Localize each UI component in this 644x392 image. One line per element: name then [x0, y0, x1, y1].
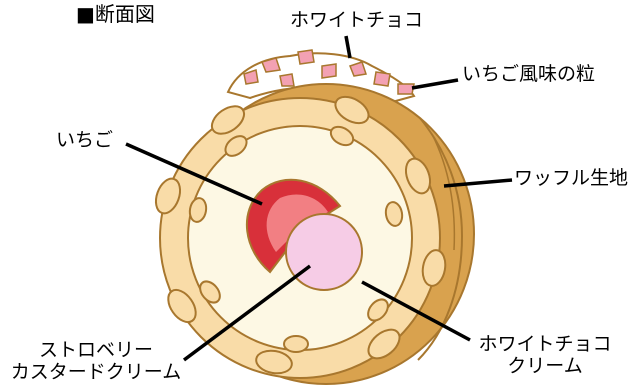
label-waffle-dough: ワッフル生地 — [514, 168, 628, 190]
label-white-choco-cream-line2: クリーム — [472, 356, 618, 378]
strawberry-grain — [398, 84, 414, 94]
strawberry-grain — [322, 64, 336, 78]
label-white-choco-cream-line1: ホワイトチョコ — [472, 334, 618, 356]
label-white-choco-cream: ホワイトチョコ クリーム — [472, 334, 618, 378]
label-strawberry-custard-line2: カスタードクリーム — [6, 362, 186, 384]
label-strawberry-custard-line1: ストロベリー — [6, 340, 186, 362]
label-white-choco: ホワイトチョコ — [290, 10, 423, 32]
strawberry-grain — [280, 74, 294, 86]
strawberry-grain — [374, 72, 390, 86]
strawberry-custard-cream — [286, 214, 362, 290]
label-strawberry: いちご — [56, 130, 113, 152]
label-strawberry-flavor-grains: いちご風味の粒 — [462, 64, 595, 86]
strawberry-grain — [298, 50, 314, 64]
label-strawberry-custard: ストロベリー カスタードクリーム — [6, 340, 186, 384]
